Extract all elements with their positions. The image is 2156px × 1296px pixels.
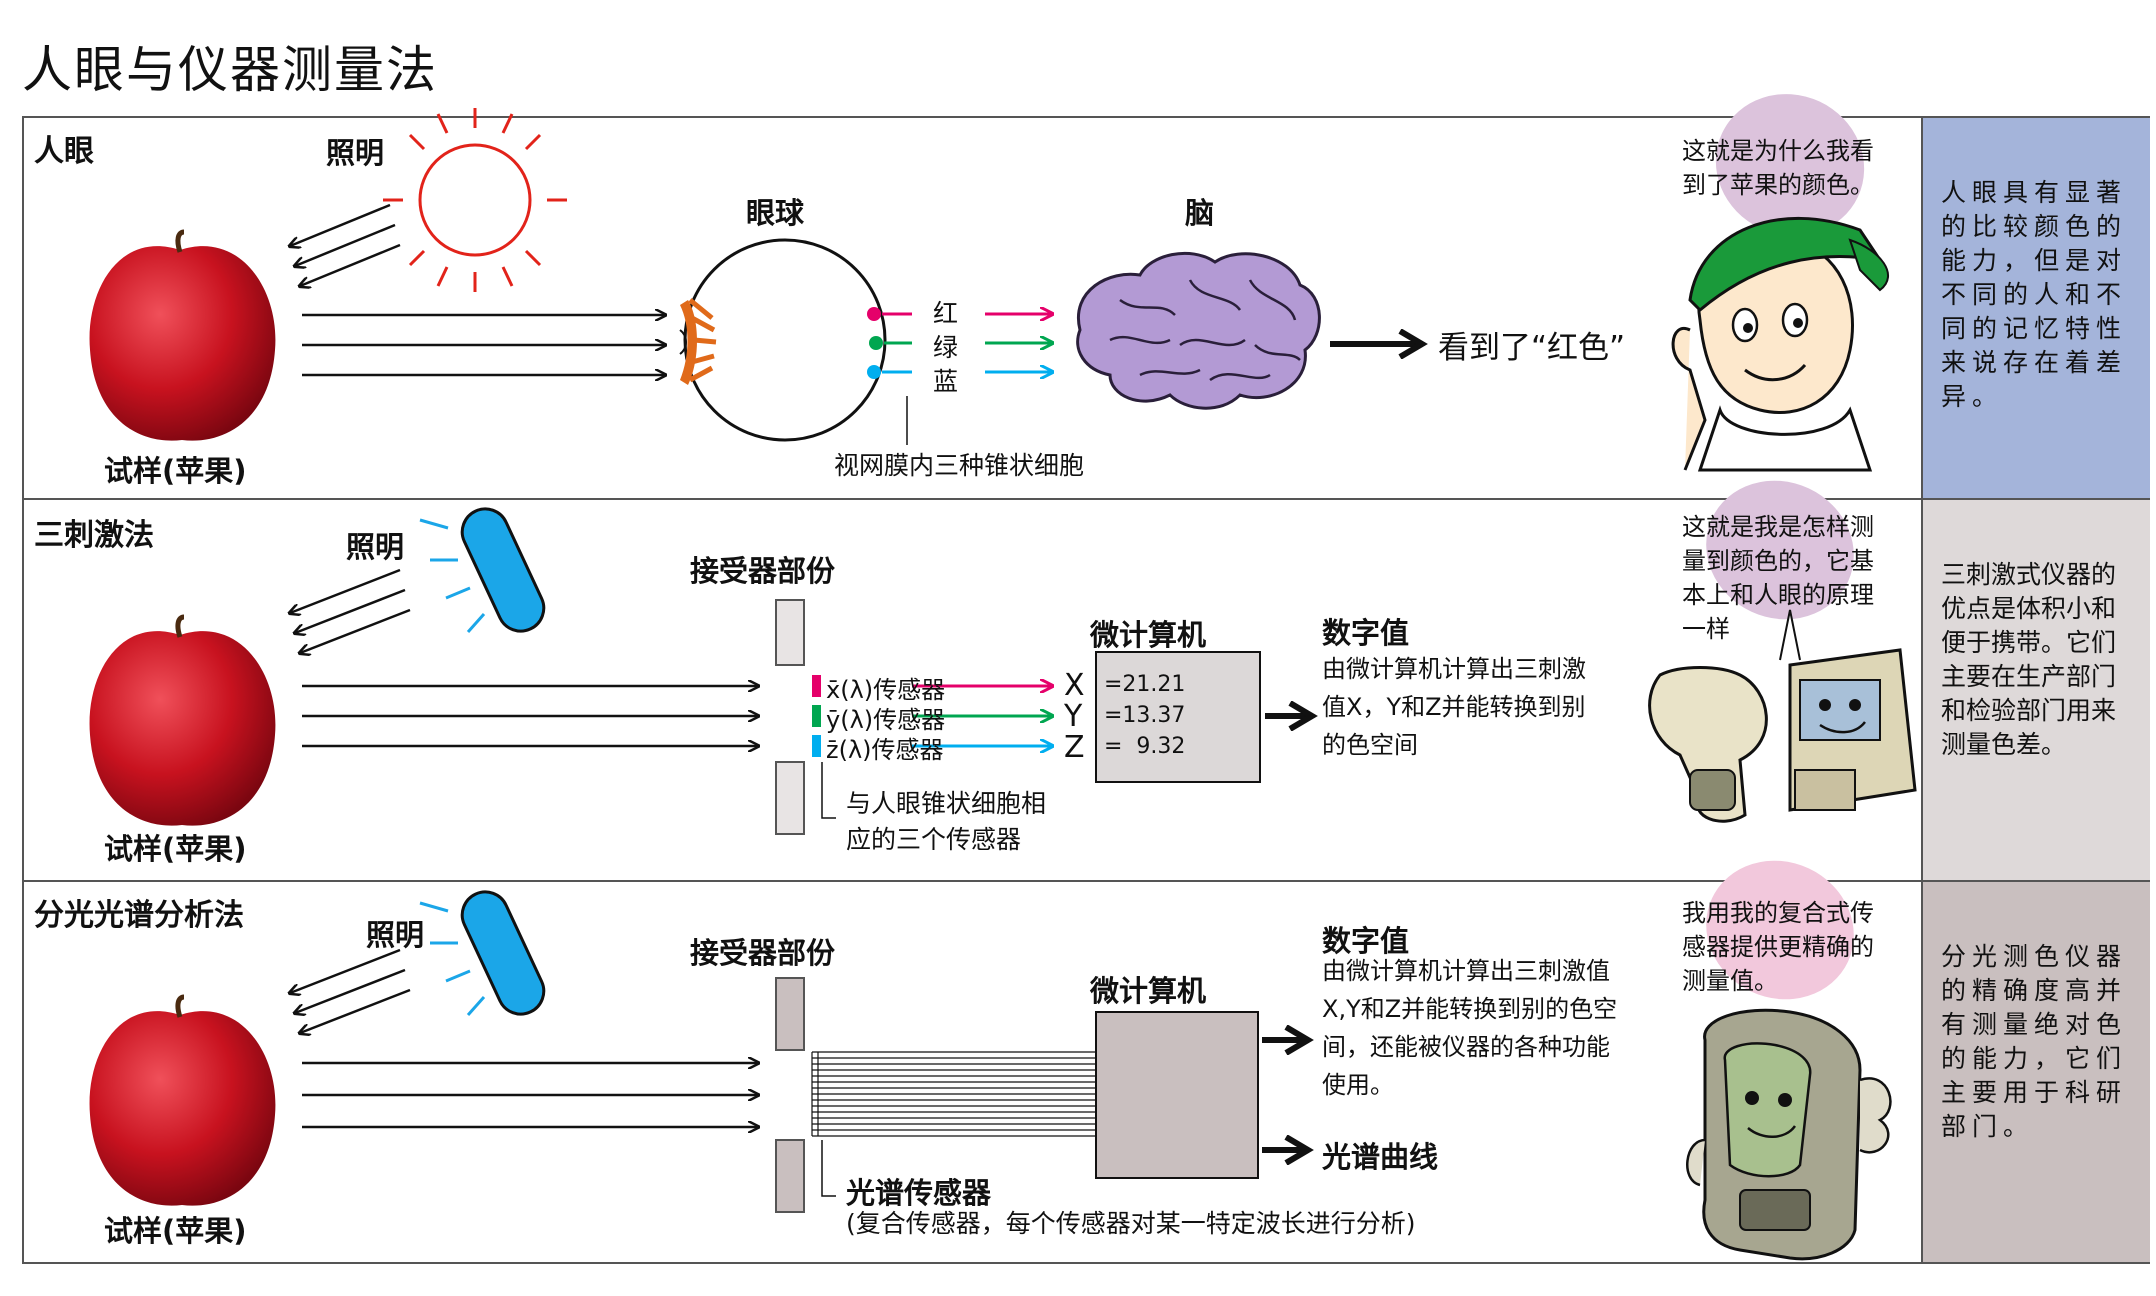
z-value: = 9.32: [1104, 734, 1186, 759]
digital-title-2: 数字值: [1322, 616, 1410, 650]
light-arrows-3: [290, 948, 411, 1033]
speech-bubble-3: [1706, 860, 1854, 1000]
spectral-callout-line: [821, 1140, 836, 1197]
receiver-label-3: 接受器部份: [690, 936, 836, 970]
side-note-tristimulus: 三刺激式仪器的优点是体积小和便于携带。它们主要在生产部门和检验部门用来测量色差。: [1923, 500, 2150, 880]
y-sensor-swatch: [812, 705, 821, 727]
lamp-icon-3: [419, 890, 546, 1016]
light-arrows-1: [290, 203, 401, 286]
digital-desc-3: 由微计算机计算出三刺激值X,Y和Z并能转换到别的色空间，还能被仪器的各种功能使用…: [1322, 957, 1618, 1099]
digital-title-3: 数字值: [1322, 924, 1410, 958]
cartoon-boy-icon: [1671, 216, 1890, 472]
spectrophotometer-cartoon-icon: [1686, 1008, 1892, 1261]
receiver-block-2b: [775, 761, 805, 835]
computer-label-3: 微计算机: [1090, 974, 1207, 1008]
section-divider-1: [22, 498, 2150, 500]
microcomputer-box-2: [1095, 651, 1261, 783]
side-note-human-eye: 人眼具有显著的比较颜色的能力，但是对不同的人和不同的记忆特性来说存在着差异。: [1923, 118, 2150, 498]
reflected-arrows-2: [302, 686, 758, 746]
y-sensor-label: ȳ(λ)传感器: [826, 706, 946, 734]
receiver-block-3a: [775, 977, 805, 1051]
x-sensor-label: x̄(λ)传感器: [826, 676, 946, 704]
z-sensor-label: z̄(λ)传感器: [826, 736, 944, 764]
lamp-icon-2: [419, 507, 546, 633]
cone-blue-label: 蓝: [933, 367, 959, 396]
sample-label-3: 试样(苹果): [104, 1214, 247, 1248]
sensor-arrows: [912, 686, 1052, 746]
receiver-block-2a: [775, 599, 805, 666]
lighting-label-1: 照明: [326, 136, 385, 170]
section-title-spectro: 分光光谱分析法: [34, 898, 244, 933]
section-title-tristimulus: 三刺激法: [34, 518, 154, 553]
sensor-callout-line: [821, 762, 836, 819]
z-label: Z: [1064, 730, 1085, 765]
brain-icon: [1076, 251, 1321, 410]
y-label: Y: [1064, 699, 1083, 734]
retina-label: 视网膜内三种锥状细胞: [834, 451, 1085, 480]
computer-label-2: 微计算机: [1090, 618, 1207, 652]
eyeball-diagram: [679, 238, 887, 442]
page-title: 人眼与仪器测量法: [22, 41, 438, 99]
comment-2: 这就是我是怎样测量到颜色的，它基本上和人眼的原理一样: [1682, 513, 1874, 643]
spectral-sensor-desc: (复合传感器，每个传感器对某一特定波长进行分析): [846, 1209, 1416, 1238]
lighting-label-3: 照明: [366, 918, 425, 952]
result-label: 看到了“红色”: [1438, 330, 1626, 366]
digital-desc-2: 由微计算机计算出三刺激值X，Y和Z并能转换到别的色空间: [1322, 655, 1586, 759]
comment-3: 我用我的复合式传感器提供更精确的测量值。: [1682, 899, 1874, 995]
receiver-block-3b: [775, 1139, 805, 1213]
reflected-arrows-1: [302, 315, 665, 375]
apple-sample-1: [89, 229, 276, 441]
cone-red-label: 红: [933, 299, 959, 328]
apple-sample-2: [89, 614, 276, 826]
brain-label: 脑: [1185, 196, 1215, 230]
section-title-human-eye: 人眼: [34, 134, 94, 169]
z-sensor-swatch: [812, 735, 821, 757]
comment-1: 这就是为什么我看到了苹果的颜色。: [1682, 137, 1874, 199]
side-divider: [1921, 116, 1923, 1264]
sample-label-1: 试样(苹果): [104, 454, 247, 488]
spectral-curve-label: 光谱曲线: [1322, 1140, 1439, 1174]
spectral-sensor-title: 光谱传感器: [846, 1176, 992, 1210]
y-value: =13.37: [1104, 703, 1186, 728]
sun-icon: [383, 108, 567, 292]
section-divider-2: [22, 880, 2150, 882]
light-arrows-2: [290, 568, 411, 653]
x-label: X: [1064, 668, 1085, 703]
side-note-spectro: 分光测色仪器的精确度高并有测量绝对色的能力，它们主要用于科研部门。: [1923, 882, 2150, 1262]
sample-label-2: 试样(苹果): [104, 832, 247, 866]
x-value: =21.21: [1104, 672, 1186, 697]
sensor-note: 与人眼锥状细胞相应的三个传感器: [846, 789, 1047, 854]
cone-lines: [882, 314, 1052, 372]
reflected-arrows-3: [302, 1063, 758, 1127]
lighting-label-2: 照明: [346, 530, 405, 564]
speech-bubble-2: [1706, 480, 1854, 620]
receiver-label-2: 接受器部份: [690, 554, 836, 588]
cone-green-label: 绿: [933, 333, 959, 362]
speech-bubble-1: [1715, 94, 1865, 236]
x-sensor-swatch: [812, 675, 821, 697]
apple-sample-3: [89, 994, 276, 1206]
spectral-sensor-lines: [811, 1051, 1096, 1137]
colorimeter-cartoon-icon: [1648, 609, 1917, 823]
eyeball-label: 眼球: [746, 196, 805, 230]
microcomputer-box-3: [1095, 1011, 1259, 1179]
